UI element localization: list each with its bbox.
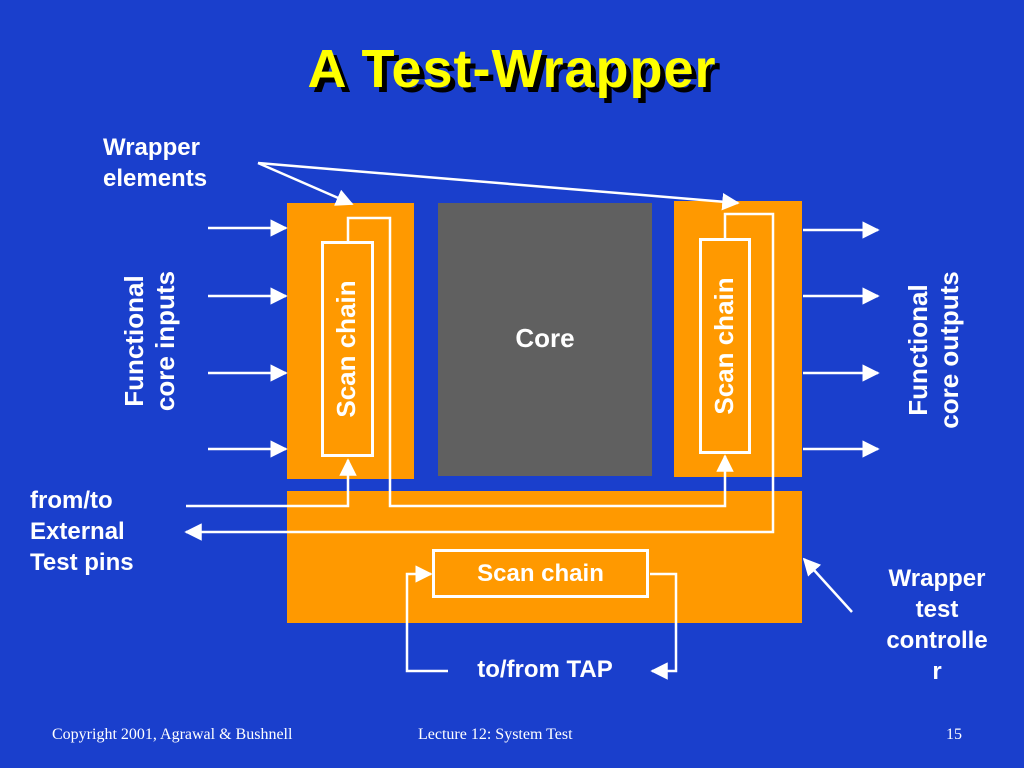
external-in-path <box>186 458 357 508</box>
footer-copyright: Copyright 2001, Agrawal & Bushnell <box>52 726 293 743</box>
footer-lecture: Lecture 12: System Test <box>418 726 573 743</box>
wrapper-test-controller-block <box>287 491 802 623</box>
core-block: Core <box>438 203 652 476</box>
external-test-pins-label: from/to External Test pins <box>30 485 134 578</box>
controller-line-3: controlle <box>886 627 988 654</box>
controller-pointer <box>802 557 853 613</box>
wrapper-elements-label: Wrapper elements <box>103 132 207 194</box>
left-scan-chain <box>321 241 374 457</box>
left-wrapper-block <box>287 203 414 479</box>
external-line-2: External <box>30 518 125 545</box>
bottom-scan-chain: Scan chain <box>432 549 649 598</box>
left-to-right-chain-path <box>346 216 734 508</box>
tap-in-path <box>405 565 448 673</box>
wrapper-test-controller-label: Wrapper test controlle r <box>862 563 1012 687</box>
right-scan-chain <box>699 238 751 454</box>
core-label: Core <box>515 323 575 353</box>
right-wrapper-block <box>674 201 802 477</box>
tap-out-path <box>650 572 678 680</box>
tap-label: to/from TAP <box>477 656 613 683</box>
controller-line-1: Wrapper <box>888 565 986 592</box>
controller-line-4: r <box>932 658 942 685</box>
external-line-3: Test pins <box>30 549 134 576</box>
wrapper-elements-line-2: elements <box>103 165 208 192</box>
wrapper-elements-pointer-right <box>257 161 740 211</box>
wrapper-elements-pointer-left <box>257 161 354 206</box>
right-chain-out-path <box>184 212 775 541</box>
wrapper-elements-line-1: Wrapper <box>103 134 200 161</box>
slide-title: A Test-Wrapper <box>307 39 717 99</box>
footer-page-number: 15 <box>946 726 962 743</box>
controller-line-2: test <box>915 596 959 623</box>
external-line-1: from/to <box>30 487 113 514</box>
